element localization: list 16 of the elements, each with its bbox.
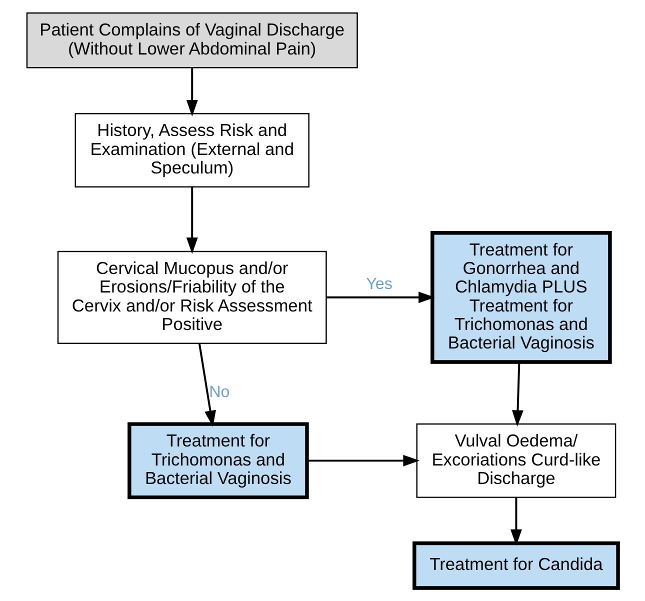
arrow: [510, 498, 522, 546]
node-box: Treatment for Gonorrhea and Chlamydia PLUS Treatment for Trichomonas and Bacterial Vaginosis: [430, 230, 612, 364]
node-box: History, Assess Risk and Examination (External and Speculum): [74, 113, 310, 188]
node-box: Cervical Mucopus and/or Erosions/Friability of the Cervix and/or Risk Assessment Positive: [57, 250, 327, 344]
edge-label: Yes: [366, 275, 392, 294]
node-box: Treatment for Trichomonas and Bacterial Vaginosis: [128, 422, 309, 500]
arrow: [198, 343, 216, 428]
arrow: [326, 292, 435, 304]
edge-label: No: [209, 383, 230, 402]
node-box: Patient Complains of Vaginal Discharge (Without Lower Abdominal Pain): [26, 12, 358, 68]
arrow: [186, 68, 198, 116]
arrow: [512, 362, 524, 427]
arrow: [307, 454, 420, 466]
node-box: Treatment for Candida: [412, 541, 620, 590]
arrow: [186, 187, 198, 254]
node-box: Vulval Oedema/ Excoriations Curd-like Discharge: [416, 423, 616, 498]
